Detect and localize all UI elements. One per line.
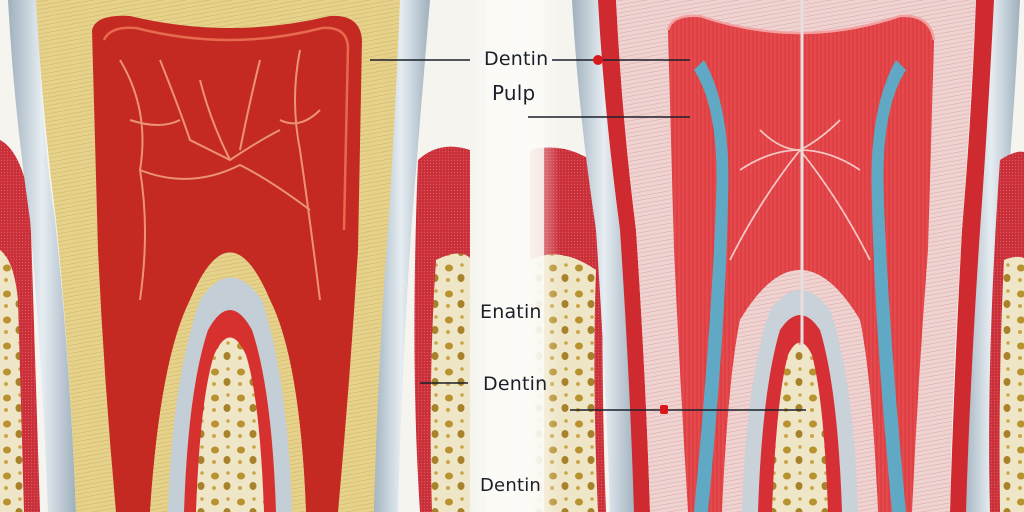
label-pulp: Pulp bbox=[492, 81, 536, 105]
marker-dot-icon bbox=[593, 55, 603, 65]
label-dentin-top: Dentin bbox=[484, 48, 549, 70]
label-enatin: Enatin bbox=[480, 301, 542, 323]
leader-lines bbox=[370, 59, 806, 411]
label-dentin-middle: Dentin bbox=[483, 373, 548, 395]
label-dentin-bottom: Dentin bbox=[480, 475, 542, 496]
left-tooth bbox=[0, 0, 470, 512]
marker-square-icon bbox=[660, 405, 668, 414]
